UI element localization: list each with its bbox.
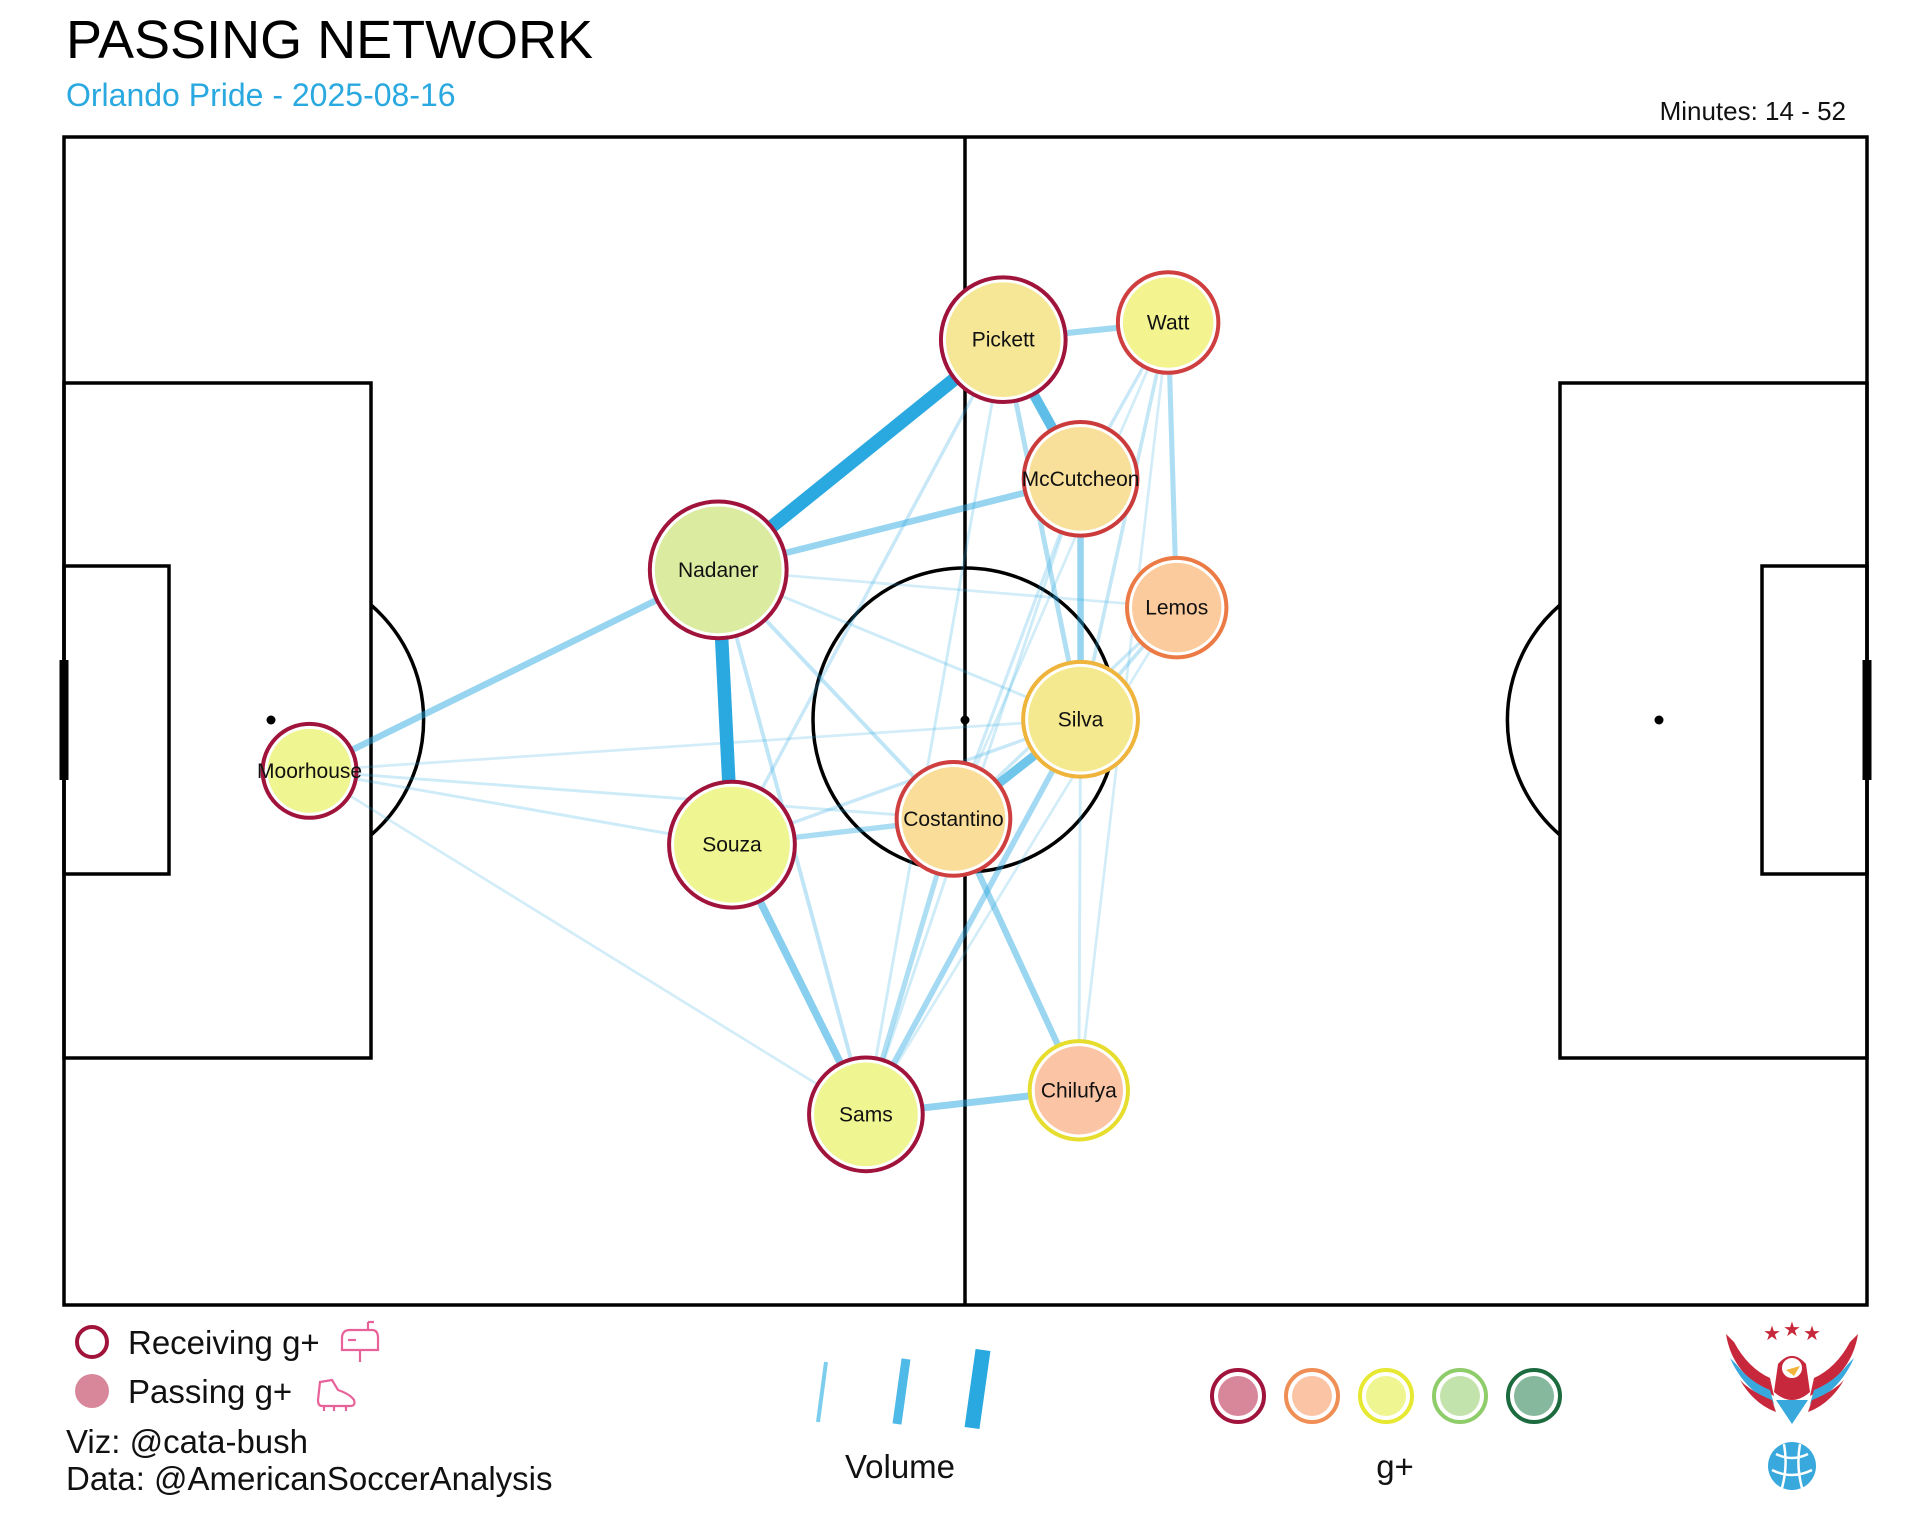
pass-edge xyxy=(730,338,1005,846)
left-penalty-arc xyxy=(369,603,426,837)
player-label: Sams xyxy=(839,1103,893,1126)
passing-fill xyxy=(945,282,1061,398)
gplus-legend-swatch xyxy=(1440,1376,1480,1416)
player-node: Chilufya xyxy=(1027,1039,1130,1142)
pass-edge xyxy=(1078,322,1170,720)
passing-fill xyxy=(1028,666,1133,772)
gplus-legend-swatch xyxy=(1218,1376,1258,1416)
pass-edge xyxy=(951,478,1083,820)
star-icon: ★ xyxy=(1763,1321,1781,1345)
passing-fill xyxy=(1132,562,1222,653)
player-node: Sams xyxy=(807,1055,925,1174)
pass-edge xyxy=(863,717,1084,1116)
pitch xyxy=(59,135,1872,1307)
pass-edge xyxy=(309,717,1081,773)
center-spot xyxy=(960,715,970,725)
player-label: Nadaner xyxy=(678,559,759,582)
left-penalty-spot xyxy=(266,715,276,725)
right-six-yard-box xyxy=(1760,564,1869,876)
pass-edge xyxy=(309,769,954,821)
player-label: Pickett xyxy=(972,329,1035,352)
data-credit: Data: @AmericanSoccerAnalysis xyxy=(66,1460,553,1497)
star-icon: ★ xyxy=(1803,1321,1821,1345)
volume-legend-label: Volume xyxy=(845,1448,955,1485)
player-label: Lemos xyxy=(1145,597,1208,620)
player-node: Nadaner xyxy=(647,499,789,641)
pass-edge xyxy=(864,339,1005,1115)
soccer-ball-icon xyxy=(1768,1442,1816,1490)
volume-legend: Volume xyxy=(816,1348,991,1485)
left-penalty-box xyxy=(62,381,373,1060)
passing-fill xyxy=(654,506,782,634)
passing-fill xyxy=(1028,426,1133,531)
pass-edge xyxy=(308,769,867,1116)
gplus-legend-swatch xyxy=(1514,1376,1554,1416)
receiving-legend-label: Receiving g+ xyxy=(128,1324,320,1361)
gplus-legend: g+ xyxy=(1210,1368,1562,1485)
legend-receiving-passing: Receiving g+ Passing g+ xyxy=(75,1320,380,1411)
passing-fill xyxy=(1122,277,1214,368)
eagle-logo-icon: ★ ★ ★ xyxy=(1726,1317,1858,1424)
passing-legend-label: Passing g+ xyxy=(128,1373,292,1410)
player-label: McCutcheon xyxy=(1022,468,1140,491)
player-label: Watt xyxy=(1147,312,1190,335)
player-node: Costantino xyxy=(894,760,1013,878)
right-penalty-box xyxy=(1558,381,1869,1060)
player-node: Souza xyxy=(667,779,797,910)
passing-fill xyxy=(901,767,1006,871)
pass-edge xyxy=(1077,719,1082,1091)
passing-fill xyxy=(1034,1046,1123,1135)
volume-low-marker xyxy=(816,1361,828,1423)
volume-mid-marker xyxy=(892,1358,911,1425)
player-node: Silva xyxy=(1021,659,1140,779)
passing-legend-marker xyxy=(75,1374,109,1408)
passing-fill xyxy=(814,1062,918,1167)
pass-edge xyxy=(718,568,1177,609)
right-penalty-arc xyxy=(1505,603,1562,837)
player-label: Silva xyxy=(1058,708,1104,731)
volume-high-marker xyxy=(964,1348,991,1430)
viz-credit: Viz: @cata-bush xyxy=(66,1423,308,1460)
minutes-range: Minutes: 14 - 52 xyxy=(1660,96,1846,126)
player-label: Costantino xyxy=(903,808,1003,831)
gplus-legend-label: g+ xyxy=(1376,1448,1414,1485)
pass-edge xyxy=(1000,339,1083,720)
player-node: Lemos xyxy=(1125,555,1229,660)
gplus-legend-swatch xyxy=(1366,1376,1406,1416)
player-node: Pickett xyxy=(938,275,1068,405)
pass-edge xyxy=(952,321,1170,820)
player-label: Chilufya xyxy=(1041,1079,1117,1102)
chart-subtitle: Orlando Pride - 2025-08-16 xyxy=(66,77,456,113)
receiving-legend-marker xyxy=(75,1325,109,1359)
player-node: Moorhouse xyxy=(257,721,362,820)
pass-edge xyxy=(309,769,733,847)
gplus-legend-swatch xyxy=(1292,1376,1332,1416)
cleat-icon xyxy=(316,1378,356,1411)
right-penalty-spot xyxy=(1654,715,1664,725)
passing-fill xyxy=(674,786,790,903)
player-label: Moorhouse xyxy=(257,760,362,783)
pass-edge xyxy=(308,566,720,774)
mailbox-icon xyxy=(340,1320,380,1362)
star-icon: ★ xyxy=(1783,1317,1801,1341)
player-label: Souza xyxy=(702,834,762,857)
player-node: Watt xyxy=(1115,270,1221,375)
left-six-yard-box xyxy=(62,564,171,876)
passing-fill xyxy=(267,728,352,813)
player-node: McCutcheon xyxy=(1022,419,1140,538)
chart-title: PASSING NETWORK xyxy=(66,10,593,70)
